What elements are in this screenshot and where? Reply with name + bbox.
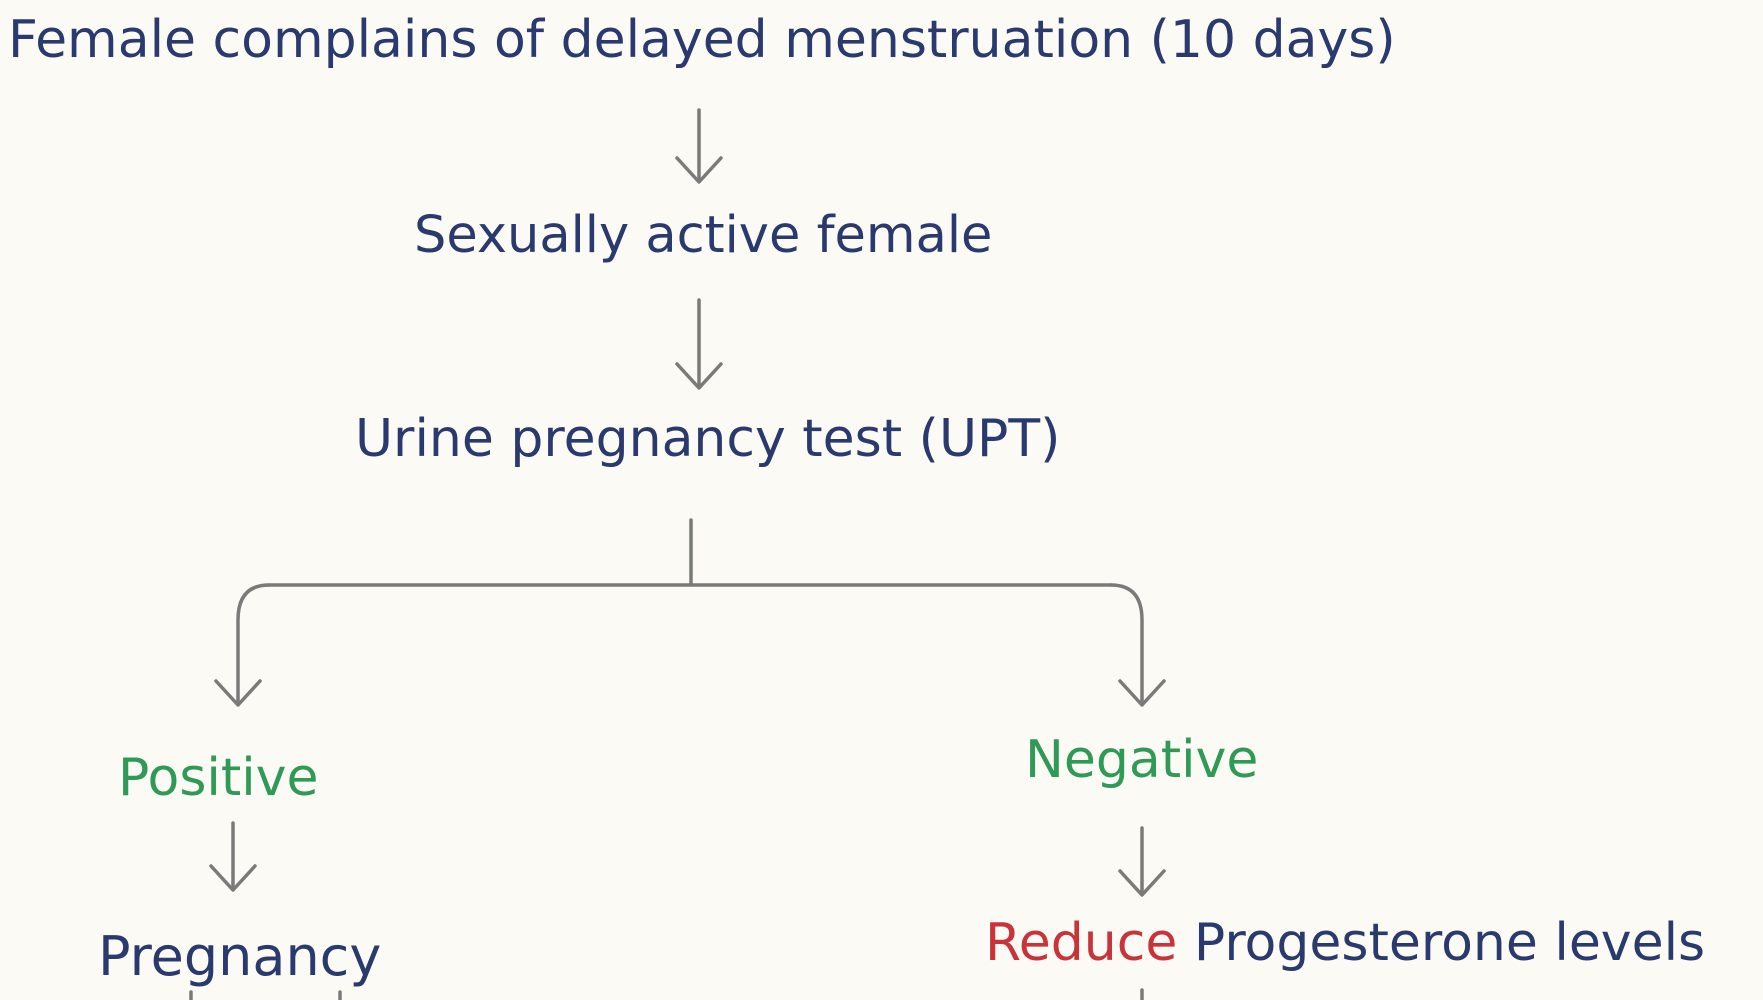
progesterone-levels-label: Progesterone levels (1193, 913, 1706, 973)
node-pregnancy: Pregnancy (98, 925, 382, 988)
reduce-label: Reduce (985, 913, 1178, 973)
arrow-upt-to-positive (214, 583, 271, 707)
connector-below-pregnancy (189, 990, 342, 1000)
connector-upt-split (267, 518, 1113, 587)
arrow-upt-to-negative (1109, 583, 1166, 707)
arrow-negative-to-reduce (1118, 826, 1166, 897)
arrow-sexually-active-to-upt (675, 298, 723, 390)
node-reduce-progesterone-levels: Reduce Progesterone levels (985, 917, 1705, 969)
node-delayed-menstruation-complaint: Female complains of delayed menstruation… (8, 10, 1396, 70)
arrow-positive-to-pregnancy (209, 821, 257, 892)
arrow-complaint-to-sexually-active (675, 108, 723, 184)
node-positive-result: Positive (118, 748, 319, 808)
node-sexually-active-female: Sexually active female (414, 206, 993, 265)
node-negative-result: Negative (1025, 730, 1259, 790)
node-urine-pregnancy-test: Urine pregnancy test (UPT) (355, 409, 1061, 469)
